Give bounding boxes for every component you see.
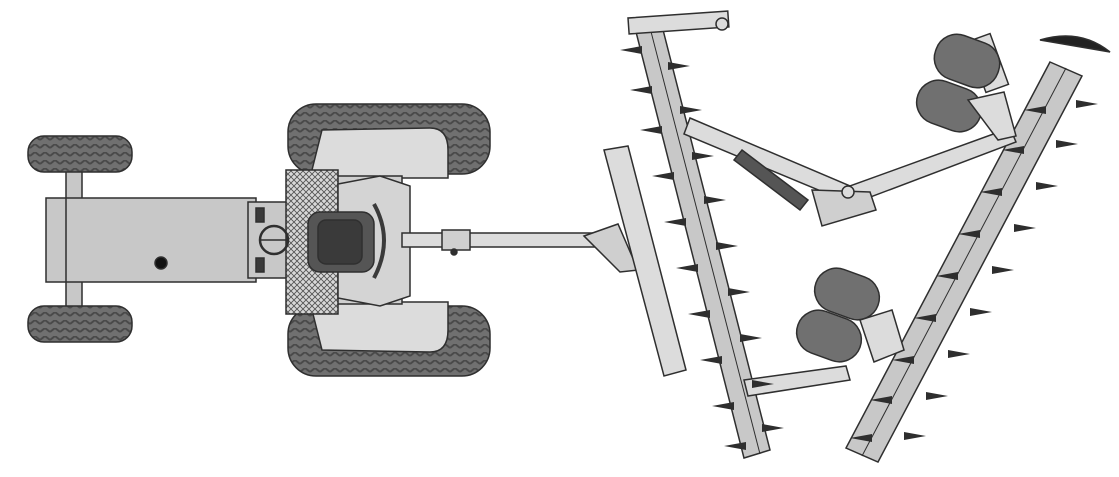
front-gang <box>603 10 771 459</box>
tractor-hood <box>45 197 257 283</box>
tractor <box>27 103 597 377</box>
hydraulic-cylinder <box>732 148 810 212</box>
transport-wheel-4 <box>795 309 863 363</box>
fender-top <box>311 127 449 179</box>
front-gang-bar <box>603 145 687 377</box>
front-wheel-top <box>27 135 133 173</box>
front-wheel-bottom <box>27 305 133 343</box>
transport-wheels-bottom <box>795 267 905 363</box>
fender-bottom <box>311 301 449 353</box>
lower-arm <box>743 365 851 397</box>
disc-harrow <box>582 10 1111 463</box>
drawbar <box>401 232 597 248</box>
transport-wheels-top <box>915 33 1017 141</box>
transport-wheel-3 <box>813 267 881 321</box>
transport-wheel-2 <box>915 79 983 133</box>
hood-cap <box>154 256 168 270</box>
transport-wheel-1 <box>933 33 1001 89</box>
